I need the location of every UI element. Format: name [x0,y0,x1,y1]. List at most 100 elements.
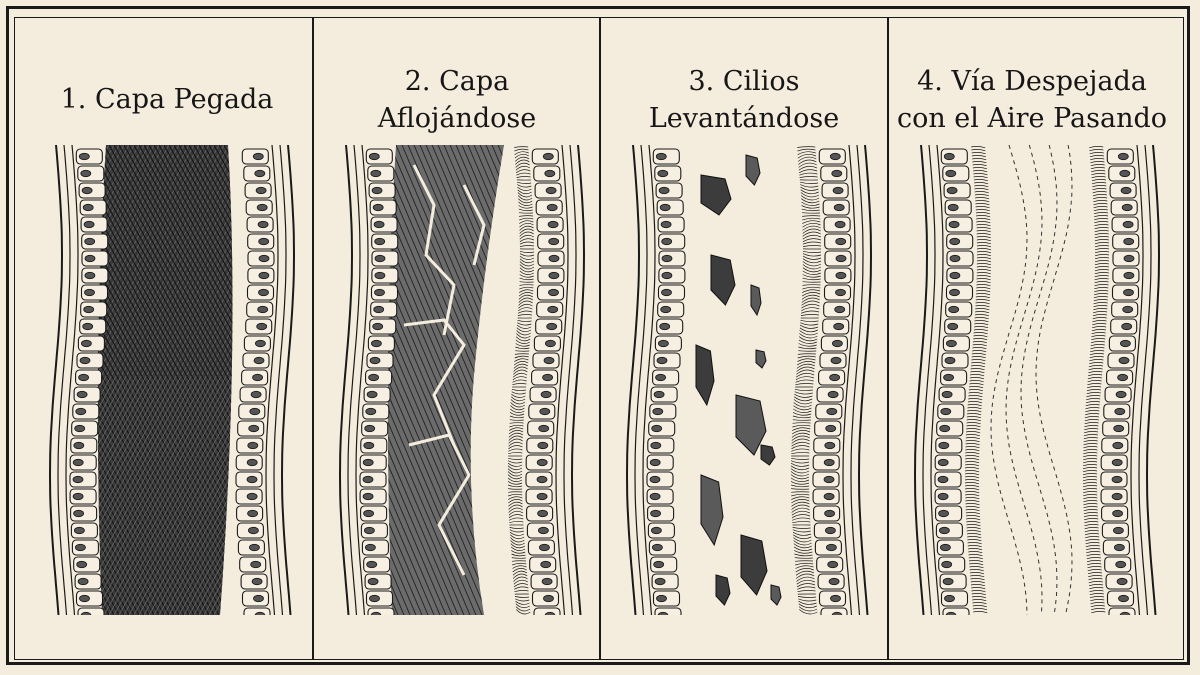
cilium [791,441,810,447]
cilium [798,159,817,165]
cilium [1086,395,1101,398]
cilium [508,499,523,504]
panel-title-line: con el Aire Pasando [896,103,1168,134]
wall-line [857,145,873,615]
cilium [1091,611,1106,614]
cell-nucleus [72,492,84,501]
cilium [1094,236,1109,239]
cell-nucleus [824,509,836,518]
cilium [512,570,528,576]
cilium [967,539,982,542]
cell-nucleus [937,492,949,501]
hatch-line [304,145,310,615]
cilium [507,477,523,482]
cilium [510,396,526,402]
right-airway-wall [1100,145,1161,615]
cilium [970,368,985,371]
cilium [970,371,985,374]
cilium [970,575,985,578]
cilium [1091,176,1106,179]
cilium [1094,221,1109,224]
mucus-crack [408,433,471,576]
cell-nucleus [944,356,956,365]
cilium [793,405,812,411]
cilium [792,415,811,419]
cilium [507,471,523,477]
cell-nucleus [1117,152,1129,161]
cell-nucleus [542,373,554,382]
cilium [510,543,525,549]
hatch-line [309,145,310,615]
cilium [1089,149,1104,152]
hatch-line [413,145,504,615]
cilium [1085,545,1100,548]
cilium [1094,281,1109,284]
cilium [791,430,811,435]
cilium [1091,179,1106,182]
cilium [509,517,524,521]
cell-nucleus [82,203,94,212]
cilium [794,393,813,398]
hatch-line [97,145,233,615]
cell-nucleus [374,271,386,280]
cell-nucleus [84,237,96,246]
cilium [1093,308,1108,311]
cilium [1091,332,1106,335]
hatch-line [97,145,233,615]
cilium [1094,218,1109,221]
cilium [516,330,531,336]
cilium [972,347,987,350]
cilium [1086,392,1101,395]
cilium [1090,350,1105,353]
cilium [1094,275,1109,278]
cilium [795,372,815,378]
cilium [518,205,533,209]
cilium [1088,368,1103,371]
cilium [508,432,524,438]
cilium [964,467,980,470]
cell-nucleus [369,356,381,365]
cell-nucleus [1111,458,1123,467]
cilium [791,452,810,455]
hatch-line [576,145,600,615]
cilium [508,438,523,444]
wall-line [355,145,369,615]
cilium [1082,476,1098,479]
cell-nucleus [661,237,673,246]
cilium [976,218,991,221]
right-airway-wall [525,145,586,615]
cilium [1086,551,1101,554]
cilium [790,468,810,474]
cilium [965,449,980,452]
cilium [1083,503,1098,506]
cilium [972,599,987,602]
hatch-line [24,145,34,615]
hatch-line [108,145,233,615]
wall-line [48,145,64,615]
cilium [1094,287,1109,290]
cilium [515,169,531,174]
cilium [512,562,527,566]
cilium [970,365,986,368]
cilium [517,319,532,322]
cilium [974,323,989,326]
cilium [975,212,991,215]
cilium [799,324,819,329]
cilium [1083,458,1098,461]
cilium [976,272,991,275]
cell-nucleus [370,169,382,178]
hatch-line [24,145,29,615]
cilium [976,239,992,242]
cilium [518,208,533,212]
cell-nucleus [941,390,953,399]
hatch-line [97,145,160,615]
cilium [791,432,811,438]
hatch-line [97,145,165,615]
cilium [1091,335,1106,338]
cell-nucleus [250,560,262,569]
cilium [508,448,523,452]
cilium [797,156,817,162]
cilium [1089,152,1104,155]
cilium [793,546,813,551]
cell-nucleus [365,407,377,416]
